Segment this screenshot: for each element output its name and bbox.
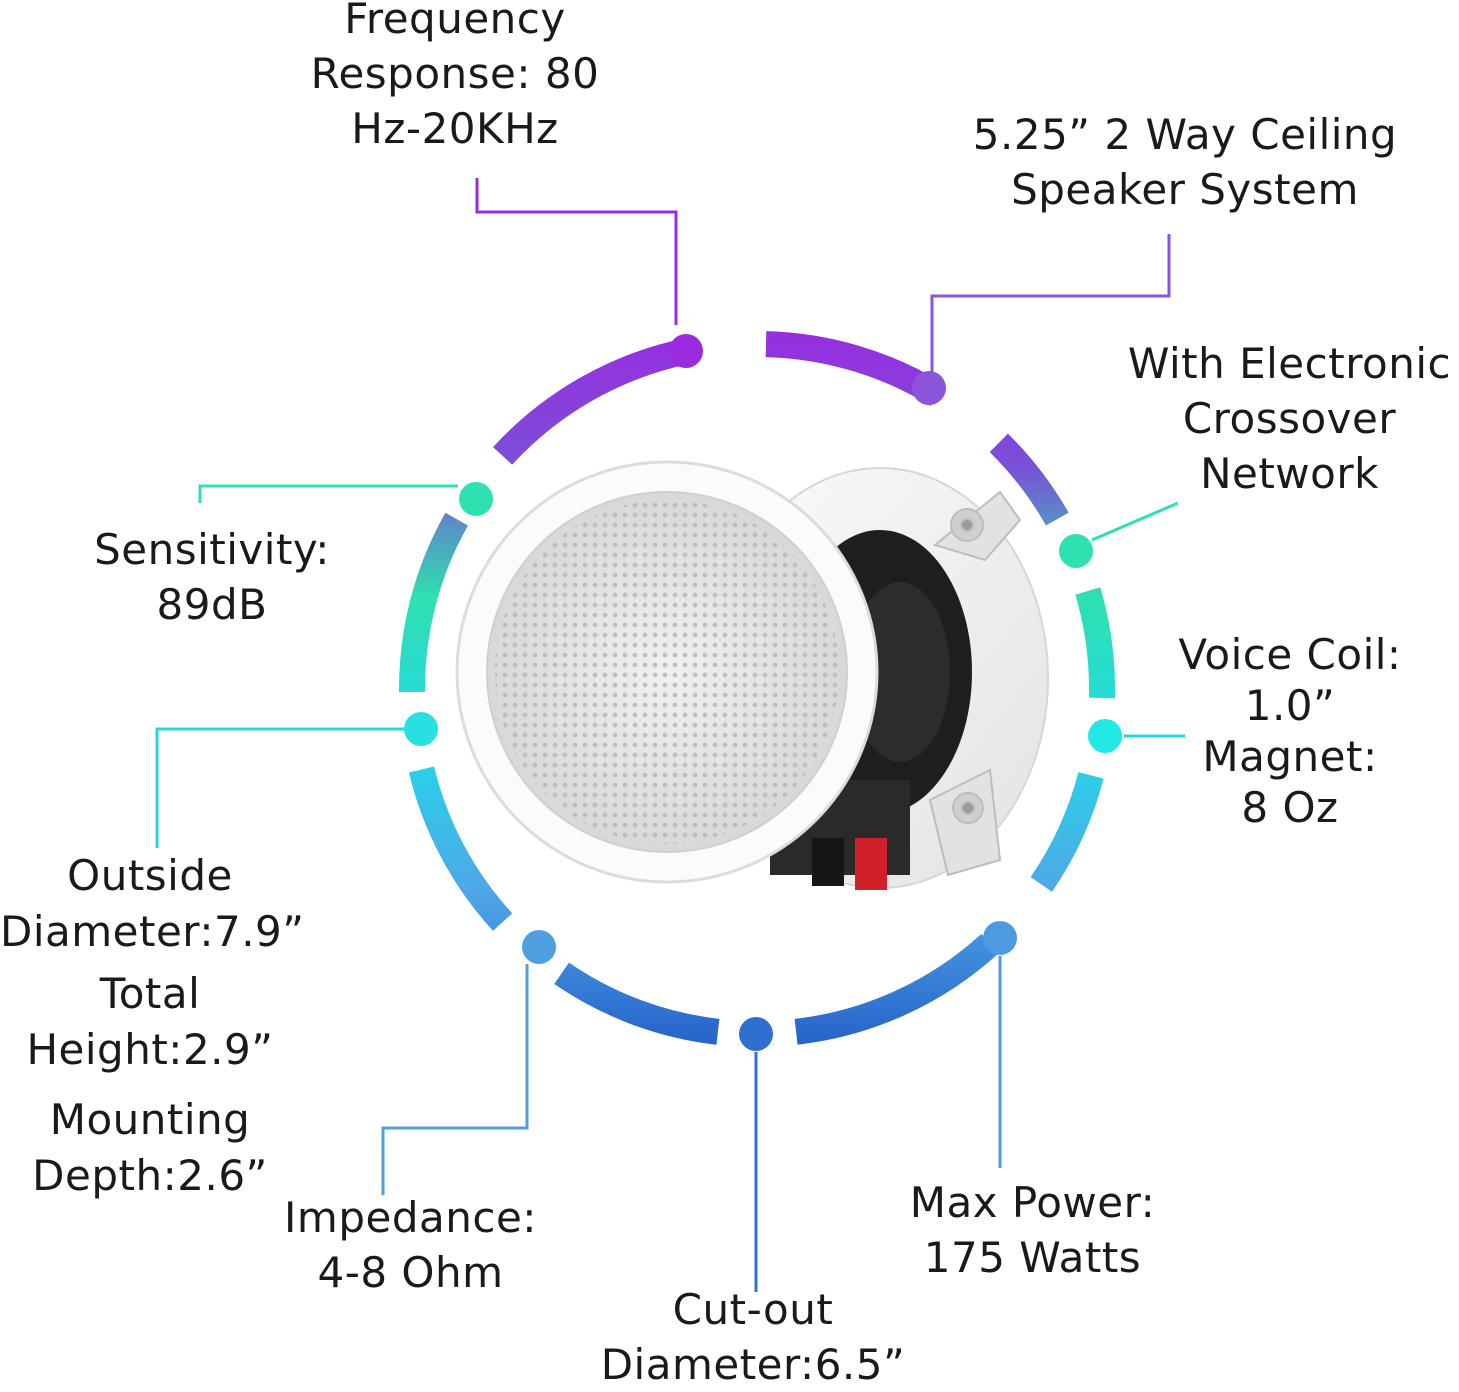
- arc-bottom-right: [794, 933, 999, 1045]
- node-impedance: [522, 930, 556, 964]
- connector-frequency: [475, 178, 678, 325]
- node-cutout: [739, 1017, 773, 1051]
- arc-right-upper: [989, 433, 1069, 526]
- connector-impedance: [381, 964, 529, 1195]
- connector-sensitivity: [198, 484, 458, 503]
- label-cutout: Cut-out Diameter:6.5”: [600, 1285, 906, 1389]
- label-impedance: Impedance: 4-8 Ohm: [284, 1193, 537, 1297]
- label-sensitivity: Sensitivity: 89dB: [94, 525, 330, 629]
- node-max-power: [983, 921, 1017, 955]
- mounting-clamp-icon: [928, 490, 1022, 877]
- connector-lines: [155, 178, 1185, 1292]
- node-sensitivity: [459, 482, 493, 516]
- connector-dimensions: [155, 727, 404, 848]
- node-voice-coil: [1088, 719, 1122, 753]
- arc-right-mid: [1075, 587, 1115, 699]
- label-voice-coil: Voice Coil: 1.0” Magnet: 8 Oz: [1178, 630, 1402, 832]
- connector-crossover: [1091, 501, 1179, 542]
- label-frequency: Frequency Response: 80 Hz-20KHz: [310, 0, 600, 153]
- label-system: 5.25” 2 Way Ceiling Speaker System: [972, 110, 1398, 214]
- label-crossover: With Electronic Crossover Network: [1127, 339, 1452, 498]
- node-dots: [404, 334, 1122, 1051]
- arc-right-lower: [1030, 771, 1104, 892]
- arc-bottom-left: [554, 962, 720, 1045]
- connector-system: [930, 234, 1171, 372]
- arc-top-right: [765, 331, 945, 406]
- node-crossover: [1059, 534, 1093, 568]
- ceiling-speaker-photo: [455, 460, 1049, 890]
- node-dimensions: [404, 712, 438, 746]
- red-terminal-icon: [855, 838, 887, 890]
- node-system: [912, 371, 946, 405]
- label-dimensions: Outside Diameter:7.9” Total Height:2.9” …: [0, 851, 305, 1200]
- gradient-ring: [398, 331, 1115, 1045]
- arc-left-lower: [408, 766, 513, 931]
- label-max-power: Max Power: 175 Watts: [909, 1178, 1156, 1282]
- arc-top-left: [493, 338, 691, 465]
- node-frequency: [669, 334, 703, 368]
- grille-mesh: [495, 500, 839, 844]
- arc-left-upper: [398, 512, 469, 693]
